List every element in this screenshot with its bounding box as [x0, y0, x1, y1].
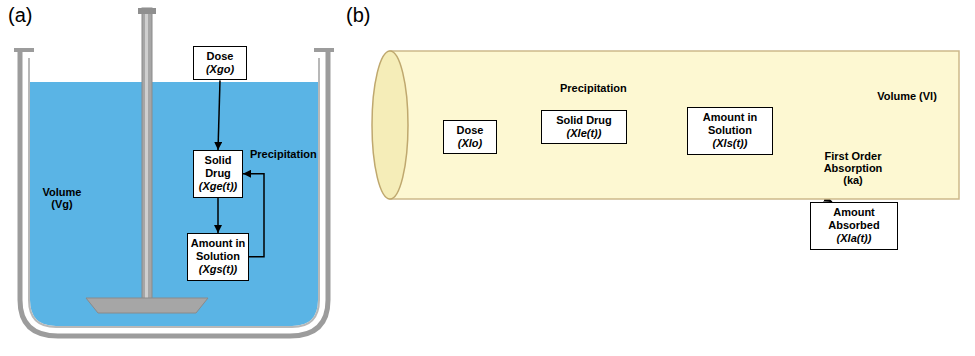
flow-arrow — [217, 198, 219, 233]
box-title: Amount in Solution — [690, 111, 770, 137]
box-title: Dose — [196, 50, 244, 63]
panel-label: (b) — [346, 4, 370, 27]
edge-label: First Order Absorption (ka) — [816, 150, 890, 186]
box-symbol: (Xla(t)) — [813, 232, 895, 245]
process-box: Solid Drug(Xle(t)) — [541, 110, 627, 144]
stirrer-cap — [138, 8, 156, 14]
box-title: Amount in Solution — [190, 237, 246, 263]
box-symbol: (Xlo) — [446, 137, 494, 150]
box-title: Solid Drug — [196, 154, 240, 180]
panel-label: (a) — [8, 4, 32, 27]
intestine-tube: Volume (Vl) Dose(Xlo) Solid Drug(Xle(t)) Am… — [370, 50, 960, 200]
flow-arrow — [218, 80, 220, 150]
edge-label: Precipitation — [560, 82, 627, 94]
water — [30, 82, 318, 326]
process-box: Dose(Xgo) — [193, 46, 247, 80]
box-symbol: (Xge(t)) — [196, 180, 240, 193]
beaker-rim — [14, 48, 334, 52]
edge-label: Precipitation — [250, 148, 317, 160]
process-box: Solid Drug(Xge(t)) — [193, 150, 243, 198]
box-title: Amount Absorbed — [813, 206, 895, 232]
box-symbol: (Xgo) — [196, 63, 244, 76]
process-box: Dose(Xlo) — [443, 120, 497, 154]
process-box: Amount Absorbed(Xla(t)) — [810, 202, 898, 250]
stirrer-rod — [142, 8, 152, 300]
volume-label: Volume (Vg) — [33, 186, 91, 210]
box-title: Dose — [446, 124, 494, 137]
box-symbol: (Xle(t)) — [544, 127, 624, 140]
volume-label: Volume (Vl) — [876, 90, 938, 102]
box-title: Solid Drug — [544, 114, 624, 127]
beaker-wall — [20, 50, 328, 336]
beaker-inner-wall — [29, 58, 319, 327]
box-symbol: (Xgs(t)) — [190, 263, 246, 276]
process-box: Amount in Solution(Xgs(t)) — [187, 233, 249, 281]
stirrer-paddle — [86, 298, 208, 313]
box-symbol: (Xls(t)) — [690, 137, 770, 150]
process-box: Amount in Solution(Xls(t)) — [687, 107, 773, 155]
stirrer-highlight — [145, 14, 148, 300]
